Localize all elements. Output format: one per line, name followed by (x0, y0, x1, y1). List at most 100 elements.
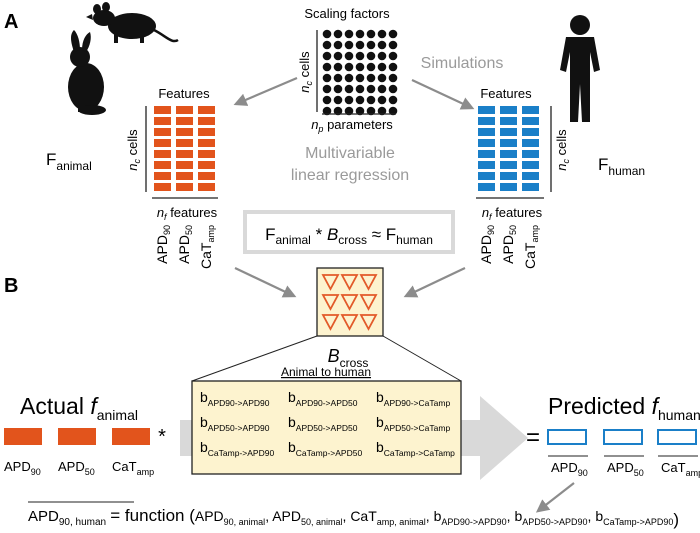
zoom-line-right (382, 335, 462, 382)
animal-to-human-matrix-box (191, 380, 462, 475)
matrix-coefficient: bAPD50->APD90 (200, 414, 270, 433)
feature-cell (478, 106, 495, 114)
scaling-factor-dot (333, 29, 343, 39)
scaling-factor-dot (333, 62, 343, 72)
feature-cell (478, 128, 495, 136)
feature-cell (154, 117, 171, 125)
predicted-f-human-label: Predicted fhuman (548, 393, 700, 423)
feature-cell (478, 161, 495, 169)
scaling-factor-dot (322, 106, 332, 116)
scaling-factor-dot (377, 106, 387, 116)
animal-feature-label: APD50 (58, 459, 95, 477)
feature-cell (154, 150, 171, 158)
scaling-factor-dot (322, 62, 332, 72)
feature-column-label: APD50 (176, 225, 194, 264)
feature-cell (522, 161, 539, 169)
feature-cell (500, 117, 517, 125)
regression-label-line2: linear regression (291, 167, 409, 184)
feature-cell (176, 150, 193, 158)
feature-cell (478, 183, 495, 191)
scaling-factor-dot (366, 51, 376, 61)
scaling-factor-dot (377, 84, 387, 94)
scaling-factor-dot (388, 62, 398, 72)
animal-feature-bar (4, 428, 42, 445)
scaling-factor-dot (322, 95, 332, 105)
feature-column-label: APD90 (154, 225, 172, 264)
bcross-triangle (359, 294, 378, 311)
scaling-factor-dot (344, 73, 354, 83)
feature-cell (198, 183, 215, 191)
bcross-triangle (321, 274, 340, 291)
feature-cell (478, 117, 495, 125)
scaling-factor-dot (322, 29, 332, 39)
scaling-factor-dot (388, 40, 398, 50)
scaling-factor-dot (344, 40, 354, 50)
feature-column-label: CaTamp (522, 225, 540, 269)
scaling-factor-dot (333, 95, 343, 105)
scaling-factor-dot-grid (322, 29, 398, 116)
bcross-triangle (359, 274, 378, 291)
feature-cell (176, 183, 193, 191)
feature-cell (522, 117, 539, 125)
bcross-triangle (321, 314, 340, 331)
human-feature-label: APD90 (551, 460, 588, 478)
bcross-triangle (359, 314, 378, 331)
feature-cell (154, 128, 171, 136)
scaling-factor-dot (355, 62, 365, 72)
scaling-factor-dot (344, 29, 354, 39)
scaling-factor-dot (322, 73, 332, 83)
scaling-factor-dot (333, 73, 343, 83)
scaling-factor-dot (355, 29, 365, 39)
feature-cell (522, 139, 539, 147)
feature-column-label: CaTamp (198, 225, 216, 269)
multiply-star: * (158, 426, 166, 448)
human-feature-bar (603, 429, 643, 445)
features-right-title: Features (480, 86, 532, 101)
scaling-factors-title: Scaling factors (304, 6, 390, 21)
scaling-factor-dot (333, 106, 343, 116)
arrow-to-animal-features (233, 76, 298, 106)
scaling-factor-dot (377, 95, 387, 105)
scaling-factor-dot (344, 106, 354, 116)
nf-features-label-left: nf features (157, 205, 218, 222)
animal-to-human-title: Animal to human (281, 365, 371, 379)
scaling-factor-dot (366, 84, 376, 94)
nc-cells-label-center: nc cells (297, 51, 314, 93)
human-feature-bar (657, 429, 697, 445)
matrix-coefficient: bAPD90->APD90 (200, 389, 270, 408)
matrix-coefficient: bAPD50->APD50 (288, 414, 358, 433)
feature-cell (154, 183, 171, 191)
feature-cell (176, 161, 193, 169)
feature-cell (176, 106, 193, 114)
regression-equation: Fanimal * Bcross ≈ Fhuman (265, 225, 433, 247)
bcross-triangle (340, 294, 359, 311)
animal-feature-matrix (154, 106, 215, 191)
scaling-factor-dot (388, 95, 398, 105)
rabbit-silhouette-icon (68, 30, 106, 115)
scaling-factor-dot (355, 84, 365, 94)
scaling-factor-dot (322, 51, 332, 61)
animal-feature-label: APD90 (4, 459, 41, 477)
feature-cell (500, 139, 517, 147)
rat-silhouette-icon (86, 2, 179, 43)
animal-feature-bar (58, 428, 96, 445)
scaling-factor-dot (366, 106, 376, 116)
arrow-human-to-bcross (403, 267, 466, 298)
matrix-coefficient: bAPD90->APD50 (288, 389, 358, 408)
scaling-factor-dot (377, 29, 387, 39)
f-human-label: Fhuman (598, 155, 645, 178)
feature-cell (198, 117, 215, 125)
panel-a-label: A (4, 11, 18, 33)
feature-cell (500, 161, 517, 169)
animal-feature-bar (112, 428, 150, 445)
nf-features-label-right: nf features (482, 205, 543, 222)
feature-cell (522, 106, 539, 114)
feature-cell (478, 150, 495, 158)
nc-cells-label-right: nc cells (554, 129, 571, 171)
feature-cell (478, 172, 495, 180)
feature-cell (198, 128, 215, 136)
matrix-coefficient: bCaTamp->CaTamp (376, 439, 455, 458)
feature-cell (198, 139, 215, 147)
np-parameters-label: np parameters (311, 117, 393, 134)
